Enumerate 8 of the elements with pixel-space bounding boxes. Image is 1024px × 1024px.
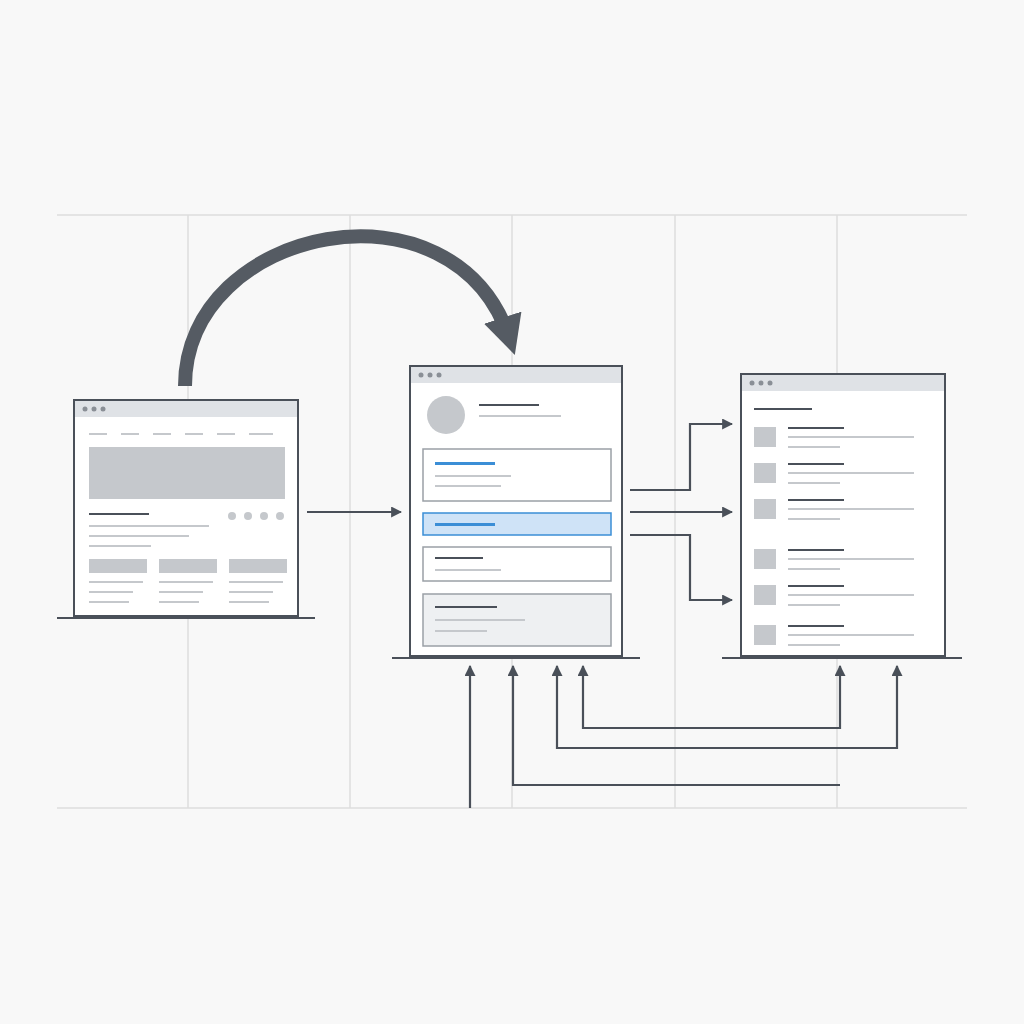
arrow — [464, 664, 476, 808]
arrow — [630, 533, 734, 606]
arrow — [630, 506, 734, 518]
arrow — [307, 506, 403, 518]
arrow — [577, 664, 846, 730]
arrow — [551, 664, 903, 750]
arrow — [507, 664, 840, 787]
arrow — [630, 418, 734, 492]
